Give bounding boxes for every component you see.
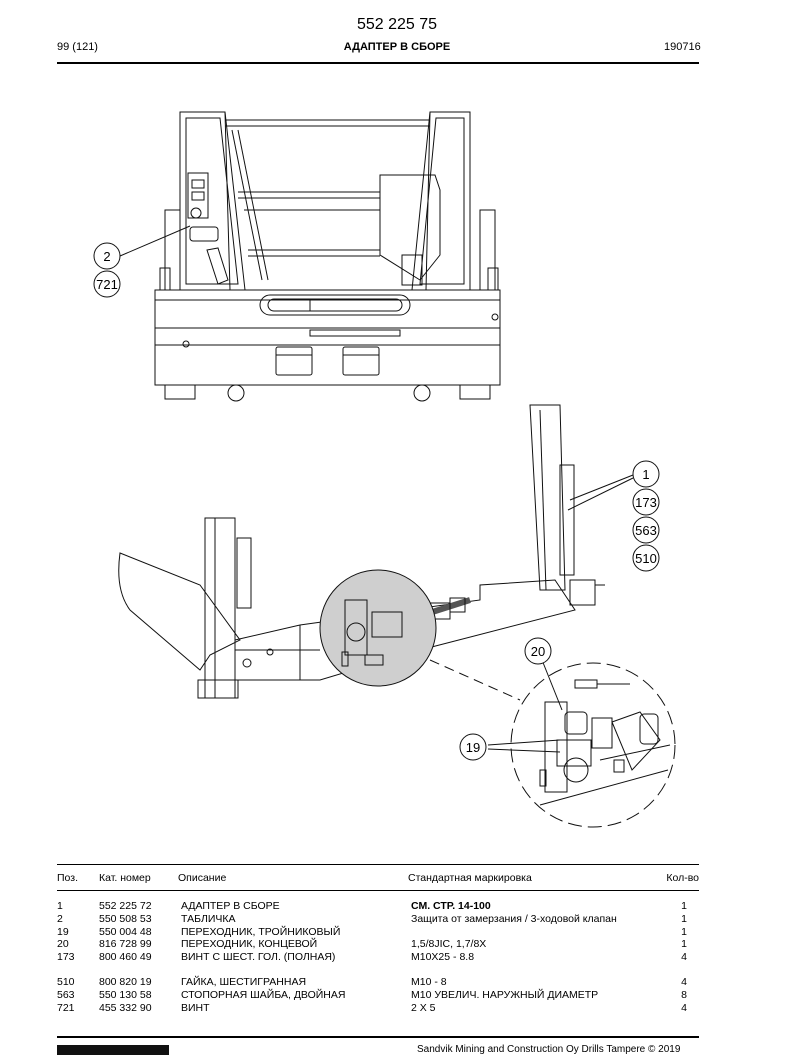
detail-view bbox=[510, 662, 676, 828]
row-cat: 800 460 49 bbox=[99, 951, 152, 964]
row-cat: 800 820 19 bbox=[99, 975, 152, 988]
header-std: Стандартная маркировка bbox=[408, 872, 532, 884]
header-pos: Поз. bbox=[57, 872, 78, 884]
row-pos: 19 bbox=[57, 925, 69, 938]
row-pos: 563 bbox=[57, 988, 75, 1001]
callout-510 bbox=[632, 544, 660, 572]
row-qty: 4 bbox=[681, 975, 687, 988]
row-desc: ПЕРЕХОДНИК, ТРОЙНИКОВЫЙ bbox=[181, 925, 341, 938]
callout-label-721: 721 bbox=[96, 277, 118, 292]
document-number: 552 225 75 bbox=[356, 16, 438, 33]
row-cat: 550 130 58 bbox=[99, 988, 152, 1001]
assembly-drawing: 2 721 1 173 563 510 20 19 bbox=[93, 111, 676, 828]
row-std: СМ. СТР. 14-100 bbox=[411, 900, 491, 912]
row-std: Защита от замерзания / 3-ходовой клапан bbox=[411, 912, 617, 925]
row-pos: 2 bbox=[57, 912, 63, 925]
row-cat: 552 225 72 bbox=[99, 900, 152, 912]
row-desc: ГАЙКА, ШЕСТИГРАННАЯ bbox=[181, 975, 307, 988]
document-title: АДАПТЕР В СБОРЕ bbox=[343, 41, 451, 53]
table-row: 19 550 004 48 ПЕРЕХОДНИК, ТРОЙНИКОВЫЙ 1 bbox=[57, 926, 699, 939]
callout-721 bbox=[93, 270, 121, 298]
row-cat: 816 728 99 bbox=[99, 938, 152, 951]
callout-label-20: 20 bbox=[531, 644, 545, 659]
frame-top-view bbox=[154, 111, 501, 402]
row-pos: 510 bbox=[57, 975, 75, 988]
callout-label-2: 2 bbox=[103, 249, 110, 264]
callout-label-173: 173 bbox=[635, 495, 657, 510]
frame-side-view bbox=[118, 404, 605, 699]
header-cat: Кат. номер bbox=[99, 872, 151, 884]
parts-table: Поз. Кат. номер Описание Стандартная мар… bbox=[57, 866, 699, 1014]
row-std: M10 УВЕЛИЧ. НАРУЖНЫЙ ДИАМЕТР bbox=[411, 988, 599, 1001]
company-logo bbox=[57, 1045, 169, 1055]
callout-1 bbox=[632, 460, 660, 488]
row-desc: ТАБЛИЧКА bbox=[181, 912, 236, 925]
table-row: 510 800 820 19 ГАЙКА, ШЕСТИГРАННАЯ M10 -… bbox=[57, 976, 699, 989]
row-pos: 721 bbox=[57, 1001, 75, 1014]
row-desc: ВИНТ С ШЕСТ. ГОЛ. (ПОЛНАЯ) bbox=[181, 951, 336, 964]
callout-20 bbox=[524, 637, 552, 665]
row-desc: АДАПТЕР В СБОРЕ bbox=[181, 900, 280, 912]
table-header: Поз. Кат. номер Описание Стандартная мар… bbox=[57, 866, 699, 890]
table-row: 173 800 460 49 ВИНТ С ШЕСТ. ГОЛ. (ПОЛНАЯ… bbox=[57, 951, 699, 964]
row-qty: 4 bbox=[681, 951, 687, 964]
header-rule bbox=[57, 62, 699, 64]
row-pos: 173 bbox=[57, 951, 75, 964]
table-row: 721 455 332 90 ВИНТ 2 X 5 4 bbox=[57, 1002, 699, 1015]
callout-2 bbox=[93, 242, 121, 270]
row-qty: 1 bbox=[681, 912, 687, 925]
table-row: 1 552 225 72 АДАПТЕР В СБОРЕ СМ. СТР. 14… bbox=[57, 900, 699, 913]
row-cat: 550 508 53 bbox=[99, 912, 152, 925]
row-std: 2 X 5 bbox=[411, 1001, 436, 1014]
row-qty: 4 bbox=[681, 1001, 687, 1014]
header-desc: Описание bbox=[178, 872, 227, 884]
row-std: 1,5/8JIC, 1,7/8X bbox=[411, 938, 487, 951]
row-qty: 1 bbox=[681, 900, 687, 912]
document-date: 190716 bbox=[664, 41, 701, 53]
table-row: 2 550 508 53 ТАБЛИЧКА Защита от замерзан… bbox=[57, 913, 699, 926]
callout-label-1: 1 bbox=[642, 467, 649, 482]
footer-rule bbox=[57, 1036, 699, 1038]
row-std: M10 - 8 bbox=[411, 975, 447, 988]
row-desc: СТОПОРНАЯ ШАЙБА, ДВОЙНАЯ bbox=[181, 988, 346, 1001]
page-number: 99 (121) bbox=[57, 41, 98, 53]
table-row: 20 816 728 99 ПЕРЕХОДНИК, КОНЦЕВОЙ 1,5/8… bbox=[57, 938, 699, 951]
row-cat: 550 004 48 bbox=[99, 925, 152, 938]
table-row: 563 550 130 58 СТОПОРНАЯ ШАЙБА, ДВОЙНАЯ … bbox=[57, 989, 699, 1002]
table-header-rule bbox=[57, 890, 699, 891]
callout-label-563: 563 bbox=[635, 523, 657, 538]
footer-copyright: Sandvik Mining and Construction Oy Drill… bbox=[417, 1044, 681, 1055]
callout-563 bbox=[632, 516, 660, 544]
callout-19 bbox=[459, 733, 487, 761]
row-std: M10X25 - 8.8 bbox=[411, 951, 475, 964]
row-pos: 1 bbox=[57, 900, 63, 912]
row-desc: ПЕРЕХОДНИК, КОНЦЕВОЙ bbox=[181, 938, 318, 951]
table-top-rule bbox=[57, 864, 699, 865]
header-qty: Кол-во bbox=[666, 872, 699, 884]
row-cat: 455 332 90 bbox=[99, 1001, 152, 1014]
row-desc: ВИНТ bbox=[181, 1001, 210, 1014]
callout-label-510: 510 bbox=[635, 551, 657, 566]
row-qty: 8 bbox=[681, 988, 687, 1001]
row-qty: 1 bbox=[681, 925, 687, 938]
callout-label-19: 19 bbox=[466, 740, 480, 755]
row-pos: 20 bbox=[57, 938, 69, 951]
callout-leaders bbox=[119, 225, 634, 753]
row-qty: 1 bbox=[681, 938, 687, 951]
callout-173 bbox=[632, 488, 660, 516]
